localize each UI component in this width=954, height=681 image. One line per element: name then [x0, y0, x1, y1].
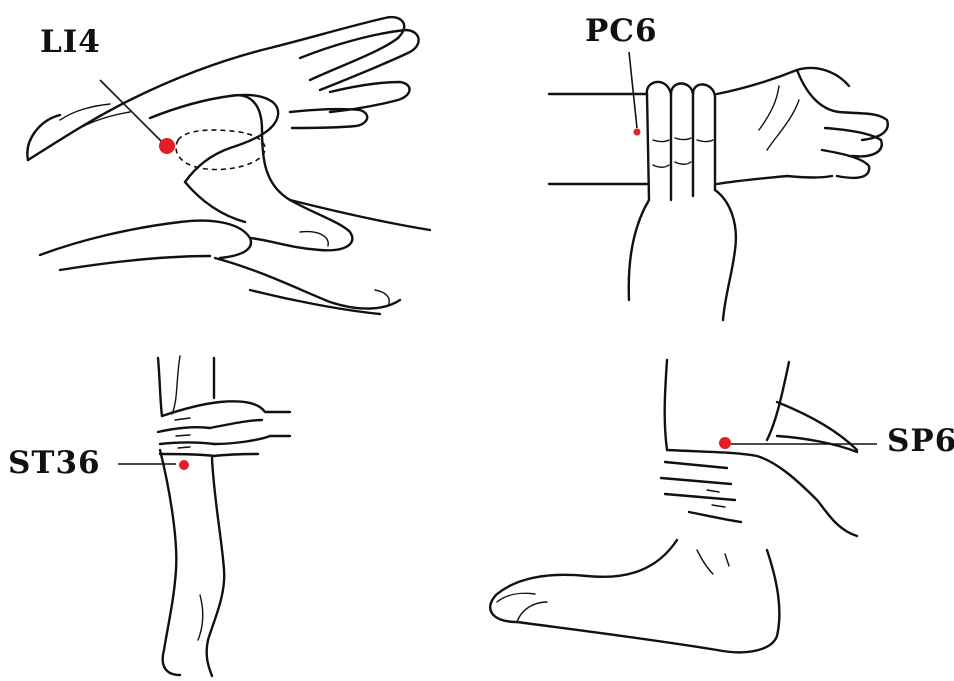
pc6-leader-line	[629, 52, 637, 128]
pc6-label: PC6	[585, 16, 658, 47]
st36-panel: ST36	[0, 340, 477, 681]
li4-label: LI4	[40, 27, 101, 58]
li4-point-marker	[159, 138, 175, 154]
forearm-illustration	[477, 0, 954, 330]
leg-illustration	[0, 340, 477, 681]
foot-illustration	[477, 340, 954, 681]
sp6-point-marker	[719, 437, 731, 449]
sp6-panel: SP6	[477, 340, 954, 681]
pc6-panel: PC6	[477, 0, 954, 330]
pc6-point-marker	[634, 129, 641, 136]
li4-panel: LI4	[0, 0, 477, 330]
st36-point-marker	[179, 460, 189, 470]
st36-label: ST36	[8, 448, 101, 479]
sp6-label: SP6	[887, 426, 954, 457]
